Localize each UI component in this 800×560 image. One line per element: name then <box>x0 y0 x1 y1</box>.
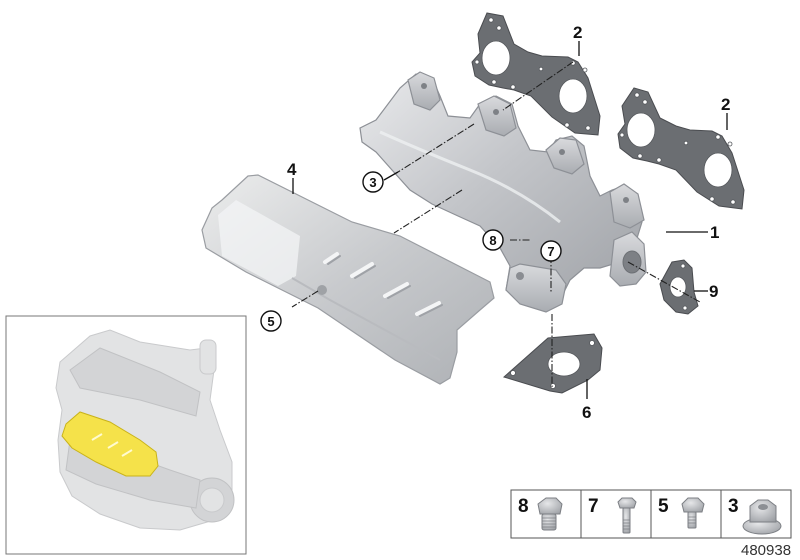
manifold-gasket-lower[interactable] <box>617 87 745 210</box>
legend-label-7: 7 <box>588 496 599 517</box>
legend-label-8: 8 <box>518 496 529 517</box>
svg-text:7: 7 <box>547 244 554 259</box>
stud-bolt-icon <box>617 497 637 534</box>
svg-text:3: 3 <box>369 175 376 190</box>
highlighted-part <box>61 411 159 477</box>
callout-4[interactable]: 4 <box>287 160 297 179</box>
manifold-gasket-upper[interactable] <box>471 12 601 136</box>
assembly-line-stud-3 <box>397 123 475 173</box>
legend-label-3: 3 <box>728 496 739 517</box>
callout-2-upper[interactable]: 2 <box>573 23 582 42</box>
heat-shield[interactable] <box>201 174 495 385</box>
egr-gasket[interactable] <box>659 259 699 315</box>
small-parts-legend: 8 7 5 3 480938 <box>510 489 792 559</box>
screw-plug-icon <box>537 497 563 531</box>
callout-6[interactable]: 6 <box>582 403 591 422</box>
assembly-line-shield <box>393 189 463 234</box>
assembly-line-bolt-5 <box>291 290 319 308</box>
flange-nut-icon <box>742 499 782 535</box>
turbo-flange-gasket[interactable] <box>502 333 603 394</box>
svg-text:5: 5 <box>267 314 274 329</box>
exhaust-manifold[interactable] <box>359 71 647 313</box>
document-number: 480938 <box>741 542 791 559</box>
assembly-line-gasket-9 <box>627 261 701 303</box>
legend-cell-5[interactable] <box>650 489 722 539</box>
legend-label-5: 5 <box>658 496 669 517</box>
svg-text:8: 8 <box>489 233 496 248</box>
callout-2-lower[interactable]: 2 <box>721 95 730 114</box>
legend-cell-7[interactable] <box>580 489 652 539</box>
hex-bolt-icon <box>681 497 705 529</box>
callout-1[interactable]: 1 <box>710 223 719 242</box>
callout-5[interactable]: 5 <box>260 310 282 332</box>
assembly-line-gasket-upper <box>502 61 574 111</box>
callout-7[interactable]: 7 <box>540 240 562 262</box>
engine-overview-inset[interactable] <box>5 315 247 555</box>
callout-9[interactable]: 9 <box>709 282 718 301</box>
callout-8[interactable]: 8 <box>482 229 504 251</box>
callout-3[interactable]: 3 <box>362 171 384 193</box>
